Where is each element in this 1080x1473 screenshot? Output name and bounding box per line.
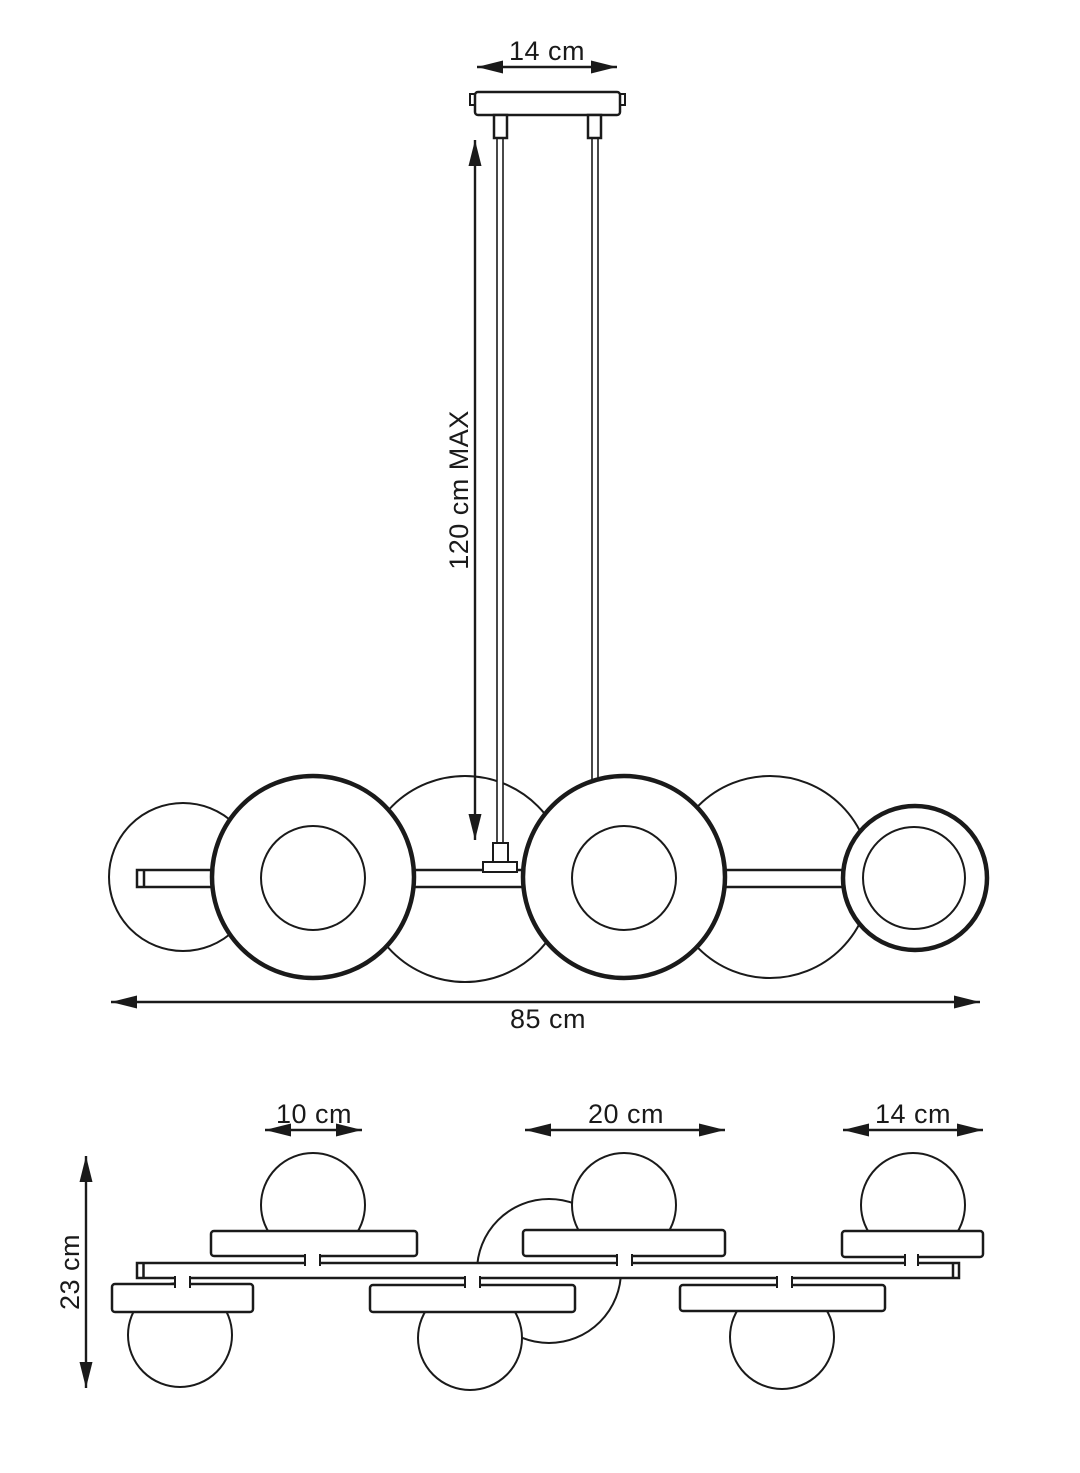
front-disc-middle-inner [571, 825, 677, 931]
suspension-cable-right [591, 136, 599, 785]
medium-disc-dimension-label: 14 cm [875, 1099, 951, 1129]
suspension-cable-left [496, 136, 504, 846]
cable-connector-flange [482, 861, 518, 873]
upper-plate-left [209, 1229, 419, 1258]
lower-plate-right [678, 1283, 887, 1313]
side-rail [135, 1261, 961, 1280]
ceiling-canopy [473, 90, 622, 117]
lower-plate-middle [368, 1283, 577, 1314]
canopy-stem-left [492, 113, 509, 140]
lower-plate-left [110, 1282, 255, 1314]
total-width-dimension-label: 85 cm [510, 1004, 586, 1034]
lower-plate-tabs [174, 1276, 793, 1288]
side-view: 10 cm 20 cm 14 cm 23 cm [55, 1099, 985, 1391]
small-disc-dimension-label: 10 cm [276, 1099, 352, 1129]
drop-height-dimension-label: 120 cm MAX [444, 410, 474, 570]
upper-plate-middle [521, 1228, 727, 1258]
large-disc-dimension-label: 20 cm [588, 1099, 664, 1129]
front-ring-right-inner [862, 826, 966, 930]
front-disc-left-inner [260, 825, 366, 931]
canopy-stem-right [586, 113, 603, 140]
front-view: 14 cm 120 cm MAX 85 cm [108, 36, 990, 1034]
upper-plate-tabs [304, 1253, 919, 1266]
cable-connector [492, 842, 509, 865]
canopy-width-dimension-label: 14 cm [509, 36, 585, 66]
fixture-height-dimension-label: 23 cm [55, 1234, 85, 1310]
